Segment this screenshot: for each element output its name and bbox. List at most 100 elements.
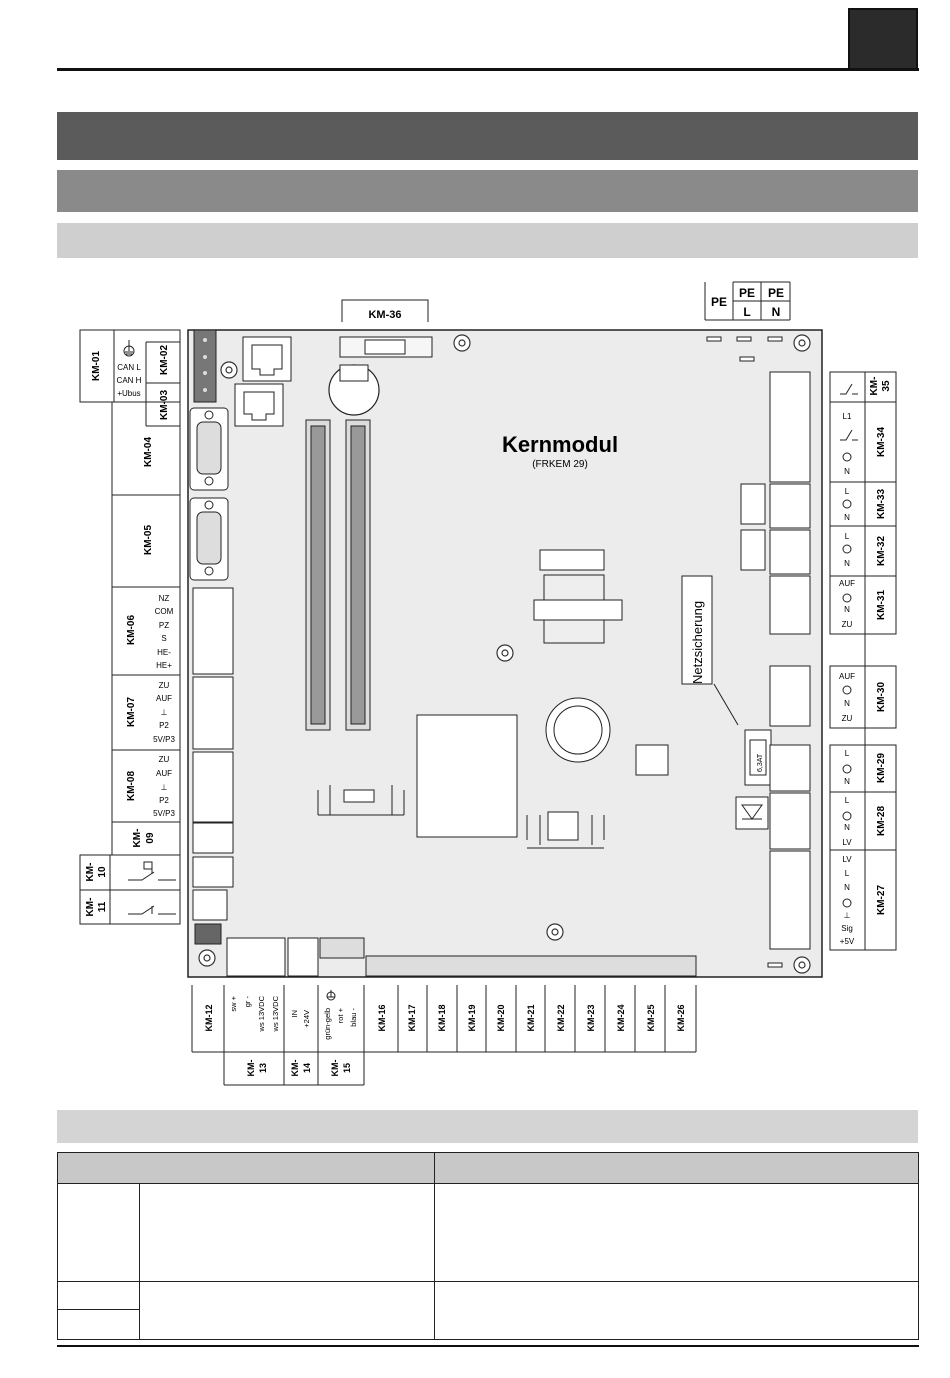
board-title: Kernmodul <box>502 432 618 457</box>
km14-label-b: 14 <box>302 1063 312 1073</box>
fuse-label-box: Netzsicherung 6,3AT <box>681 575 772 786</box>
kernmodul-diagram: PE PE PE L N KM-36 Kernmodul (FRKEM 29) <box>79 281 897 1086</box>
km23-label: KM-23 <box>586 1004 596 1031</box>
km29-pin-0: L <box>845 749 850 758</box>
km20-label: KM-20 <box>496 1004 506 1031</box>
km25-label: KM-25 <box>646 1004 656 1031</box>
km30-pin-0: AUF <box>839 672 855 681</box>
km26-label: KM-26 <box>676 1004 686 1031</box>
km27-pin-4: Sig <box>841 924 853 933</box>
right-labels <box>829 371 897 951</box>
km19-label: KM-19 <box>467 1004 477 1031</box>
km31-label: KM-31 <box>876 590 887 620</box>
km15-pin-2: blau - <box>349 1008 358 1027</box>
km13-pin-0: sw + <box>229 995 238 1011</box>
processor-chip <box>416 714 518 838</box>
km01-pin-0: CAN L <box>117 363 141 372</box>
km11-label-b: 11 <box>97 901 108 912</box>
right-plug-blocks <box>769 371 811 950</box>
pe-terminal-2: PE <box>739 286 755 300</box>
km30-pin-1: N <box>844 699 850 708</box>
km21-label: KM-21 <box>526 1004 536 1031</box>
memory-slots <box>305 419 371 731</box>
km15-label-b: 15 <box>342 1063 352 1073</box>
km13-pin-1: gr - <box>243 995 252 1007</box>
km34-pin-1: N <box>844 467 850 476</box>
heading-bar-1 <box>57 112 918 160</box>
table-row <box>57 1309 919 1340</box>
km29-label: KM-29 <box>876 753 887 783</box>
km27-pin-3: ⊥ <box>844 911 851 920</box>
km30-label: KM-30 <box>876 682 887 712</box>
battery <box>328 364 380 416</box>
km33-pin-1: N <box>844 513 850 522</box>
table-row <box>57 1183 919 1282</box>
km36-connector: KM-36 <box>339 299 433 358</box>
km15-pin-0: grün-gelb <box>323 1008 332 1040</box>
km08-pin-4: 5V/P3 <box>153 809 175 818</box>
km28-pin-2: LV <box>842 838 852 847</box>
right-contact-icons <box>840 383 858 908</box>
km07-pin-0: ZU <box>159 681 170 690</box>
fuse-label: Netzsicherung <box>690 601 705 684</box>
heading-bar-3 <box>57 223 918 258</box>
km07-pin-1: AUF <box>156 694 172 703</box>
km28-pin-0: L <box>845 796 850 805</box>
table-header-cell-1 <box>57 1152 435 1184</box>
km34-pin-0: L1 <box>843 412 852 421</box>
board-subtitle: (FRKEM 29) <box>532 459 588 470</box>
km07-pin-3: P2 <box>159 721 169 730</box>
km08-pin-0: ZU <box>159 755 170 764</box>
km06-pin-4: HE- <box>157 648 171 657</box>
left-labels <box>79 329 181 925</box>
table-cell <box>434 1183 919 1282</box>
capacitor <box>545 697 611 763</box>
km33-pin-0: L <box>845 487 850 496</box>
km10-label-b: 10 <box>97 866 108 878</box>
km14-pin-1: +24V <box>302 1010 311 1028</box>
km10-label-a: KM- <box>85 863 96 882</box>
km34-label: KM-34 <box>876 427 887 457</box>
km11-label-a: KM- <box>85 898 96 917</box>
relay-contact-icons <box>128 861 176 915</box>
km27-pin-0: LV <box>842 855 852 864</box>
bottom-labels <box>191 985 697 1086</box>
km18-label: KM-18 <box>437 1004 447 1031</box>
km30-pin-2: ZU <box>842 714 853 723</box>
km17-label: KM-17 <box>407 1004 417 1031</box>
km27-pin-1: L <box>845 869 850 878</box>
km31-pin-0: AUF <box>839 579 855 588</box>
mounting-holes <box>198 334 811 974</box>
table-cell <box>57 1281 140 1310</box>
table-cell <box>139 1183 435 1282</box>
page-tab <box>848 8 918 70</box>
km15-label-a: KM- <box>330 1060 340 1077</box>
pe-terminal-3: PE <box>768 286 784 300</box>
km08-pin-2: ⊥ <box>161 783 168 792</box>
km13-label-a: KM- <box>246 1060 256 1077</box>
km15-pin-1: rot + <box>336 1007 345 1023</box>
km22-label: KM-22 <box>556 1004 566 1031</box>
km06-pin-3: S <box>161 634 166 643</box>
table-cell <box>57 1309 140 1340</box>
km14-label-a: KM- <box>290 1060 300 1077</box>
km07-label: KM-07 <box>126 697 137 727</box>
km04-label: KM-04 <box>143 437 154 467</box>
lower-heatsinks <box>317 785 605 849</box>
pe-terminal-1: PE <box>711 295 727 309</box>
dsub-connectors <box>189 407 229 581</box>
km15-ground-icon <box>326 990 336 1001</box>
km06-pin-5: HE+ <box>156 661 172 670</box>
km07-pin-2: ⊥ <box>161 708 168 717</box>
km08-pin-3: P2 <box>159 796 169 805</box>
table-cell <box>434 1281 919 1340</box>
km06-pin-0: NZ <box>159 594 170 603</box>
km27-pin-5: +5V <box>840 937 855 946</box>
header-rule <box>57 68 919 71</box>
km14-pin-0: IN <box>290 1010 299 1018</box>
km16-label: KM-16 <box>377 1004 387 1031</box>
km02-03-block <box>193 329 217 403</box>
km01-ground-icon <box>123 340 135 357</box>
km13-label-b: 13 <box>258 1063 268 1073</box>
km05-label: KM-05 <box>143 525 154 555</box>
